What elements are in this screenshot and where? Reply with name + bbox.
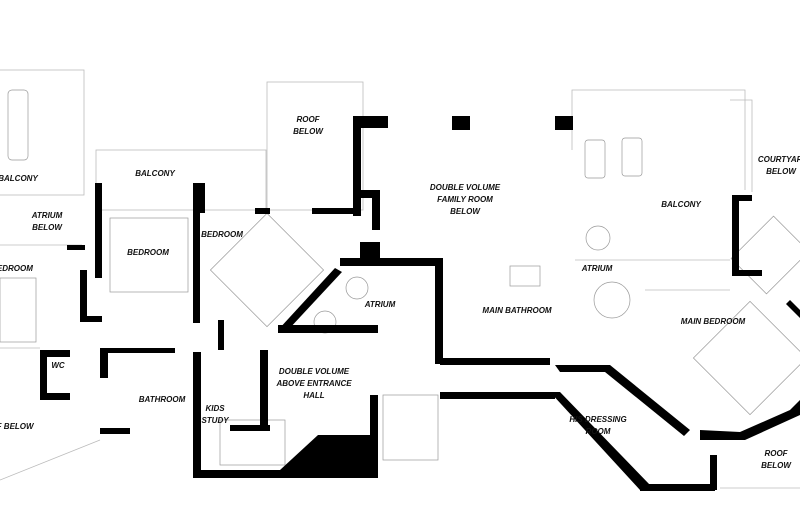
label-bedroom-center: BEDROOM xyxy=(201,230,243,239)
label-atrium-below-left-1: ATRIUM xyxy=(31,211,63,220)
label-family-room-2: FAMILY ROOM xyxy=(437,195,493,204)
label-bedroom-left: BEDROOM xyxy=(127,248,169,257)
label-bathroom: BATHROOM xyxy=(139,395,186,404)
outline-lines xyxy=(0,69,800,489)
label-entrance-hall-1: DOUBLE VOLUME xyxy=(279,367,350,376)
label-entrance-hall-2: ABOVE ENTRANCE xyxy=(275,379,352,388)
label-balcony-left: BALCONY xyxy=(0,174,38,183)
label-roof-below-top-1: ROOF xyxy=(296,115,320,124)
label-atrium-below-left-2: BELOW xyxy=(32,223,63,232)
label-atrium-right: ATRIUM xyxy=(581,264,613,273)
label-roof-below-top-2: BELOW xyxy=(293,127,324,136)
label-main-bedroom: MAIN BEDROOM xyxy=(681,317,746,326)
label-courtyard-below-1: COURTYARD xyxy=(758,155,800,164)
room-labels: BALCONY ATRIUM BELOW BEDROOM ROOF BELOW … xyxy=(0,115,800,470)
label-wc: WC xyxy=(51,361,65,370)
label-balcony-mid: BALCONY xyxy=(135,169,175,178)
label-roof-below-left: ROOF BELOW xyxy=(0,422,35,431)
furniture xyxy=(0,89,800,466)
label-roof-below-right-1: ROOF xyxy=(764,449,788,458)
label-roof-below-right-2: BELOW xyxy=(761,461,792,470)
label-family-room-1: DOUBLE VOLUME xyxy=(430,183,501,192)
label-atrium-center: ATRIUM xyxy=(364,300,396,309)
label-kids-study-2: STUDY xyxy=(201,416,229,425)
label-his-dressing-2: ROOM xyxy=(586,427,611,436)
label-family-room-3: BELOW xyxy=(450,207,481,216)
label-entrance-hall-3: HALL xyxy=(303,391,324,400)
label-his-dressing-1: HIS DRESSING xyxy=(569,415,626,424)
label-kids-study-1: KIDS xyxy=(205,404,225,413)
walls xyxy=(40,116,800,491)
label-balcony-right: BALCONY xyxy=(661,200,701,209)
label-main-bathroom: MAIN BATHROOM xyxy=(482,306,552,315)
label-bedroom-far-left: BEDROOM xyxy=(0,264,33,273)
label-courtyard-below-2: BELOW xyxy=(766,167,797,176)
